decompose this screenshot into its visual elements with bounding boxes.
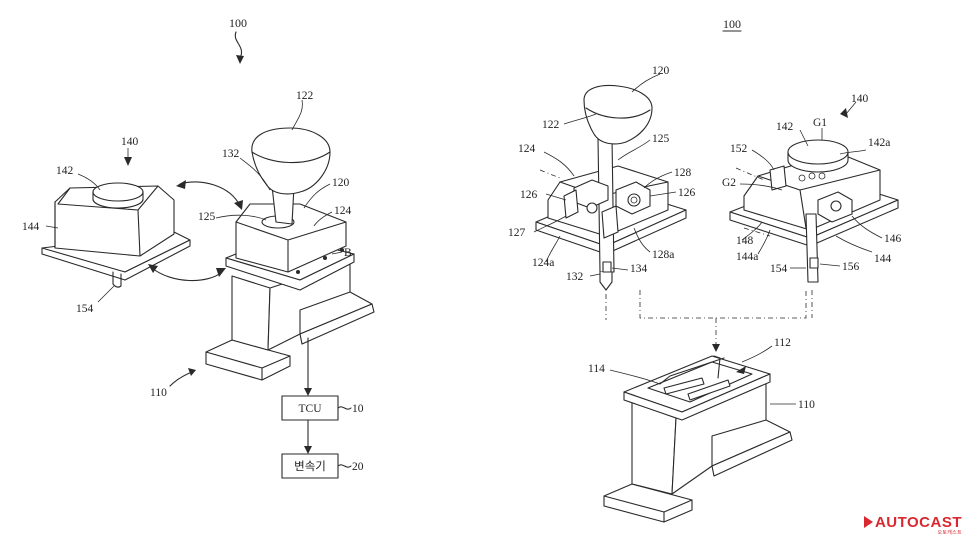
right-leader-lines bbox=[533, 73, 883, 405]
right-label-156: 156 bbox=[842, 261, 860, 273]
right-label-126b: 126 bbox=[678, 187, 696, 199]
right-label-126a: 126 bbox=[520, 189, 538, 201]
right-knob-assembly-120 bbox=[535, 84, 687, 320]
left-label-154: 154 bbox=[76, 303, 94, 315]
left-label-125: 125 bbox=[198, 211, 216, 223]
left-label-120: 120 bbox=[332, 177, 350, 189]
left-label-124: 124 bbox=[334, 205, 352, 217]
right-label-148: 148 bbox=[736, 235, 754, 247]
left-lower-curved-arrow bbox=[151, 267, 223, 282]
left-base-housing-110 bbox=[205, 261, 375, 381]
right-label-154: 154 bbox=[770, 263, 788, 275]
ref-100-right: 100 bbox=[723, 17, 741, 31]
right-label-144a: 144a bbox=[736, 251, 758, 263]
ref-100-left-leader bbox=[234, 31, 242, 59]
right-label-G1: G1 bbox=[813, 117, 827, 129]
right-label-110: 110 bbox=[798, 399, 815, 411]
ref-100-left-arrowhead bbox=[236, 55, 244, 64]
left-label-122: 122 bbox=[296, 90, 314, 102]
right-label-134: 134 bbox=[630, 263, 648, 275]
left-knob-122 bbox=[251, 127, 331, 195]
ref-100-left: 100 bbox=[229, 16, 247, 30]
right-base-110 bbox=[603, 355, 793, 523]
left-upper-curved-arrow bbox=[179, 181, 241, 207]
left-label-B: B bbox=[344, 247, 352, 259]
right-label-128a: 128a bbox=[652, 249, 674, 261]
right-knob-module-140 bbox=[729, 139, 899, 318]
tcu-label: TCU bbox=[299, 403, 323, 415]
right-label-114: 114 bbox=[588, 363, 605, 375]
right-label-112: 112 bbox=[774, 337, 791, 349]
right-label-124: 124 bbox=[518, 143, 536, 155]
right-merge-lines bbox=[639, 290, 807, 319]
left-assembled-view: 100 bbox=[22, 16, 375, 479]
right-label-127: 127 bbox=[508, 227, 526, 239]
right-label-132: 132 bbox=[566, 271, 584, 283]
ref-20: 20 bbox=[352, 461, 364, 473]
right-label-140: 140 bbox=[851, 93, 869, 105]
watermark-sub: 오토캐스트 bbox=[937, 530, 962, 536]
right-label-G2: G2 bbox=[722, 177, 736, 189]
right-exploded-view: 100 bbox=[508, 17, 902, 523]
ref-110-left-leader bbox=[169, 371, 193, 387]
right-label-120: 120 bbox=[652, 65, 670, 77]
right-label-146: 146 bbox=[884, 233, 902, 245]
right-label-142a: 142a bbox=[868, 137, 890, 149]
left-label-144: 144 bbox=[22, 221, 40, 233]
right-label-152: 152 bbox=[730, 143, 748, 155]
watermark-brand: AUTOCAST bbox=[874, 514, 962, 531]
right-label-124a: 124a bbox=[532, 257, 554, 269]
transmission-label: 변속기 bbox=[294, 460, 326, 473]
left-knob-module-140 bbox=[41, 182, 191, 288]
autocast-logo-icon bbox=[863, 516, 873, 528]
left-label-110: 110 bbox=[150, 387, 167, 399]
transmission-box bbox=[281, 453, 339, 479]
ref-10: 10 bbox=[352, 403, 364, 415]
left-label-140: 140 bbox=[121, 136, 139, 148]
left-label-142: 142 bbox=[56, 165, 74, 177]
left-label-132: 132 bbox=[222, 148, 240, 160]
right-label-144: 144 bbox=[874, 253, 892, 265]
right-label-125: 125 bbox=[652, 133, 670, 145]
autocast-watermark-logo: AUTOCAST 오토캐스트 bbox=[863, 514, 962, 536]
tcu-box bbox=[281, 395, 339, 421]
right-label-122: 122 bbox=[542, 119, 560, 131]
right-label-142: 142 bbox=[776, 121, 794, 133]
right-label-128: 128 bbox=[674, 167, 692, 179]
